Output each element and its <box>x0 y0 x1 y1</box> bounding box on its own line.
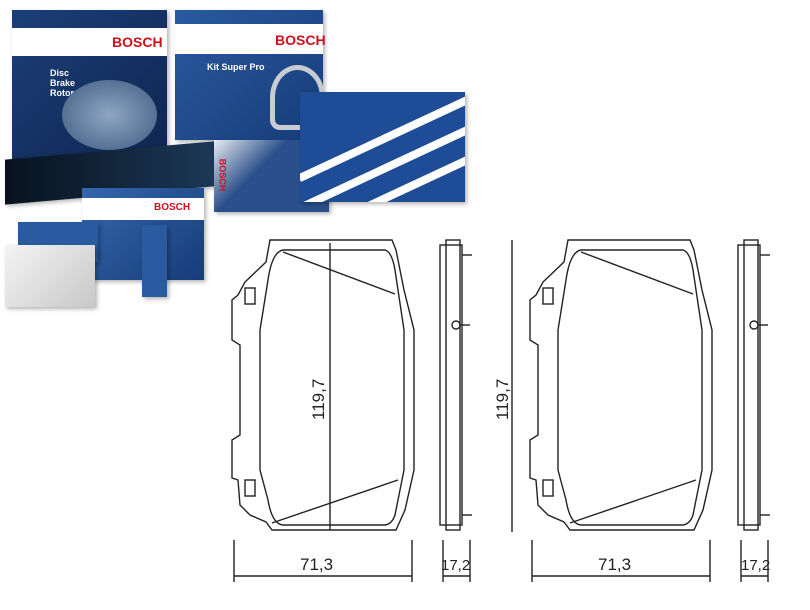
disc-rotor-title: Disc Brake Rotor <box>50 68 76 98</box>
brake-pad-front-view-2 <box>511 239 713 582</box>
thickness-dimension-1: 17,2 <box>441 557 470 574</box>
disc-brake-rotor-box: BOSCH Disc Brake Rotor <box>12 10 167 162</box>
brake-pad-side-view-1 <box>439 239 472 582</box>
kit-super-pro-box: BOSCH Kit Super Pro <box>175 10 326 140</box>
brake-pad-side-view-2 <box>737 239 770 582</box>
width-dimension-1: 71,3 <box>300 555 333 574</box>
width-dimension-2: 71,3 <box>598 555 631 574</box>
brand-logo: BOSCH <box>275 32 326 48</box>
height-dimension-2: 119,7 <box>493 379 512 420</box>
thickness-dimension-2: 17,2 <box>741 557 770 574</box>
height-dimension-1: 119,7 <box>309 379 328 420</box>
brand-logo: BOSCH <box>112 34 163 50</box>
brand-logo: BOSCH <box>154 202 191 213</box>
spark-plug-small-box <box>142 225 167 297</box>
brake-pad-front-view-1 <box>231 239 415 582</box>
bosch-pattern-box <box>300 92 465 202</box>
kit-title: Kit Super Pro <box>207 62 265 72</box>
silver-box <box>5 245 95 307</box>
